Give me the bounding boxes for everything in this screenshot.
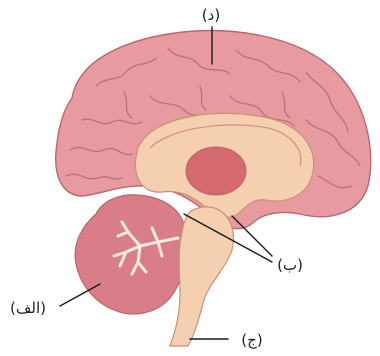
thalamus — [186, 147, 246, 195]
cerebellum — [75, 195, 186, 314]
label-a: (الف) — [10, 299, 46, 317]
label-b: (ب) — [277, 256, 303, 274]
label-d: (د) — [202, 6, 220, 24]
label-c: (ج) — [241, 331, 262, 350]
